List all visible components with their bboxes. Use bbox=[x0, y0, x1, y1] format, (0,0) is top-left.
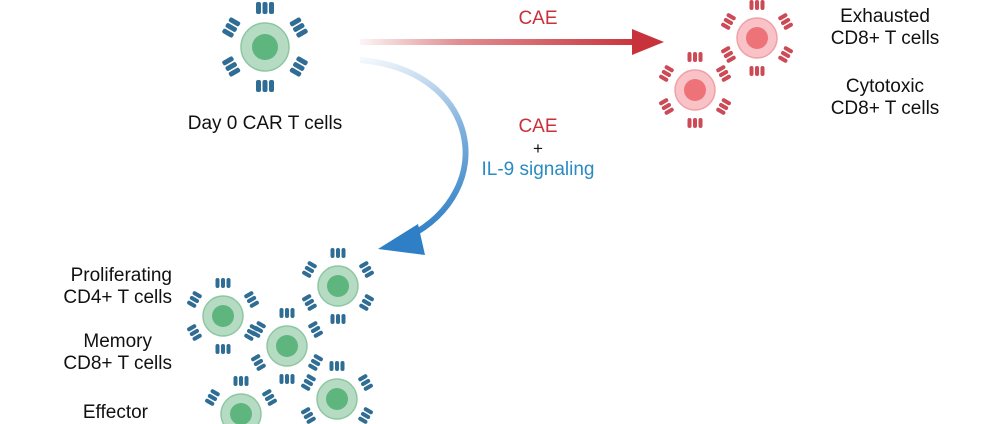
memory-label: Memory CD8+ T cells bbox=[20, 331, 172, 375]
memory-line2: CD8+ T cells bbox=[63, 353, 172, 374]
memory-line1: Memory bbox=[83, 331, 152, 352]
effector-line1: Effector bbox=[82, 402, 148, 423]
exhausted-label: Exhausted CD8+ T cells bbox=[800, 6, 970, 50]
receptor-icon bbox=[289, 17, 308, 38]
cae-arrow bbox=[360, 29, 664, 55]
cytotoxic-label: Cytotoxic CD8+ T cells bbox=[800, 76, 970, 120]
exhausted-cell bbox=[721, 0, 793, 76]
effector-cell bbox=[205, 376, 277, 424]
cae-il9-plus: + bbox=[533, 139, 543, 158]
exhausted-line2: CD8+ T cells bbox=[830, 28, 940, 49]
receptor-icon bbox=[222, 17, 241, 38]
receptor-icon bbox=[256, 2, 274, 14]
cytotoxic-cell bbox=[659, 52, 731, 128]
cytotoxic-line1: Cytotoxic bbox=[845, 76, 925, 97]
proliferating-cell bbox=[187, 278, 259, 354]
cytotoxic-line2: CD8+ T cells bbox=[830, 98, 940, 119]
cae-il9-arrow bbox=[359, 57, 469, 255]
effector-label: Effector bbox=[20, 402, 148, 424]
cae-il9-label-line1: CAE bbox=[518, 116, 558, 137]
effector-cell bbox=[301, 361, 373, 424]
proliferating-line2: CD4+ T cells bbox=[63, 287, 172, 308]
cae-il9-label-line2: IL-9 signaling bbox=[481, 159, 595, 180]
day0-label: Day 0 CAR T cells bbox=[187, 113, 343, 134]
proliferating-line1: Proliferating bbox=[70, 265, 172, 286]
cae-label: CAE bbox=[518, 8, 558, 29]
exhausted-line1: Exhausted bbox=[840, 6, 930, 27]
proliferating-label: Proliferating CD4+ T cells bbox=[20, 265, 172, 309]
day0-car-t-cell bbox=[222, 2, 308, 92]
proliferating-cell bbox=[302, 248, 374, 324]
receptor-icon bbox=[256, 80, 274, 92]
receptor-icon bbox=[289, 56, 308, 77]
receptor-icon bbox=[222, 56, 241, 77]
memory-cell bbox=[251, 308, 323, 384]
